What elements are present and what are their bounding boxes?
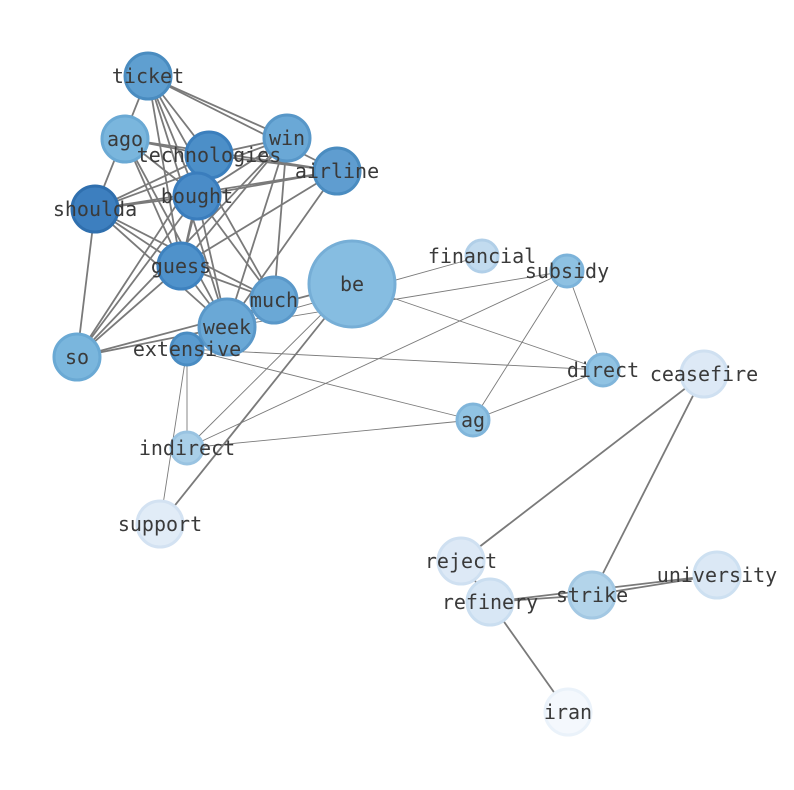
thin-edge-extensive-ag bbox=[186, 348, 474, 421]
node-guess[interactable] bbox=[156, 241, 206, 291]
node-label-ago: ago bbox=[107, 127, 143, 151]
node-ticket[interactable] bbox=[123, 51, 173, 101]
node-be[interactable] bbox=[307, 239, 397, 329]
node-label-week: week bbox=[203, 315, 251, 339]
node-subsidy[interactable] bbox=[549, 253, 585, 289]
edge-shoulda-so bbox=[76, 208, 96, 358]
node-university[interactable] bbox=[692, 550, 742, 600]
thin-edge-subsidy-direct bbox=[566, 270, 604, 371]
node-label-extensive: extensive bbox=[133, 337, 241, 361]
edge-win-much bbox=[273, 137, 288, 301]
node-indirect[interactable] bbox=[169, 430, 205, 466]
node-label-indirect: indirect bbox=[139, 436, 235, 460]
node-label-technologies: technologies bbox=[137, 143, 282, 167]
edge-win-week bbox=[226, 137, 288, 328]
node-label-ag: ag bbox=[461, 408, 485, 432]
node-label-guess: guess bbox=[151, 254, 211, 278]
node-airline[interactable] bbox=[312, 146, 362, 196]
node-refinery[interactable] bbox=[465, 577, 515, 627]
edge-bought-so bbox=[76, 195, 198, 358]
node-bought[interactable] bbox=[172, 171, 222, 221]
node-ceasefire[interactable] bbox=[679, 349, 729, 399]
edge-win-guess bbox=[180, 137, 288, 267]
node-layer bbox=[52, 51, 742, 737]
node-support[interactable] bbox=[135, 499, 185, 549]
node-ago[interactable] bbox=[100, 114, 150, 164]
node-financial[interactable] bbox=[464, 238, 500, 274]
node-label-financial: financial bbox=[428, 244, 536, 268]
node-shoulda[interactable] bbox=[70, 184, 120, 234]
thin-edge-extensive-direct bbox=[186, 348, 604, 371]
node-label-iran: iran bbox=[544, 700, 592, 724]
node-label-subsidy: subsidy bbox=[525, 259, 609, 283]
thin-edge-ag-direct bbox=[472, 369, 604, 421]
node-label-bought: bought bbox=[161, 184, 233, 208]
edge-ticket-win bbox=[147, 75, 288, 139]
node-label-so: so bbox=[65, 345, 89, 369]
node-label-university: university bbox=[657, 563, 777, 587]
edge-airline-week bbox=[226, 170, 338, 328]
node-label-reject: reject bbox=[425, 549, 497, 573]
node-direct[interactable] bbox=[585, 352, 621, 388]
node-label-refinery: refinery bbox=[442, 590, 538, 614]
node-strike[interactable] bbox=[567, 570, 617, 620]
node-so[interactable] bbox=[52, 332, 102, 382]
node-label-support: support bbox=[118, 512, 202, 536]
node-label-ticket: ticket bbox=[112, 64, 184, 88]
node-label-airline: airline bbox=[295, 159, 379, 183]
node-label-ceasefire: ceasefire bbox=[650, 362, 758, 386]
node-ag[interactable] bbox=[455, 402, 491, 438]
edge-ceasefire-reject bbox=[460, 373, 705, 562]
thin-edge-ag-indirect bbox=[186, 419, 474, 449]
edge-layer bbox=[76, 75, 718, 713]
node-label-be: be bbox=[340, 272, 364, 296]
node-label-strike: strike bbox=[556, 583, 628, 607]
node-win[interactable] bbox=[262, 113, 312, 163]
edge-ago-week bbox=[124, 138, 228, 328]
node-iran[interactable] bbox=[543, 687, 593, 737]
edge-ticket-airline bbox=[147, 75, 338, 172]
node-label-shoulda: shoulda bbox=[53, 197, 137, 221]
edge-ceasefire-strike bbox=[591, 373, 705, 596]
thin-edge-subsidy-ag bbox=[472, 270, 568, 421]
node-week[interactable] bbox=[197, 297, 257, 357]
thin-edge-subsidy-indirect bbox=[186, 270, 568, 449]
node-label-much: much bbox=[250, 288, 298, 312]
edge-airline-guess bbox=[180, 170, 338, 267]
node-reject[interactable] bbox=[436, 536, 486, 586]
edge-be-support bbox=[159, 283, 353, 525]
node-much[interactable] bbox=[249, 275, 299, 325]
node-label-direct: direct bbox=[567, 358, 639, 382]
thin-edge-extensive-support bbox=[159, 348, 188, 525]
node-extensive[interactable] bbox=[169, 331, 205, 367]
node-label-win: win bbox=[269, 126, 305, 150]
